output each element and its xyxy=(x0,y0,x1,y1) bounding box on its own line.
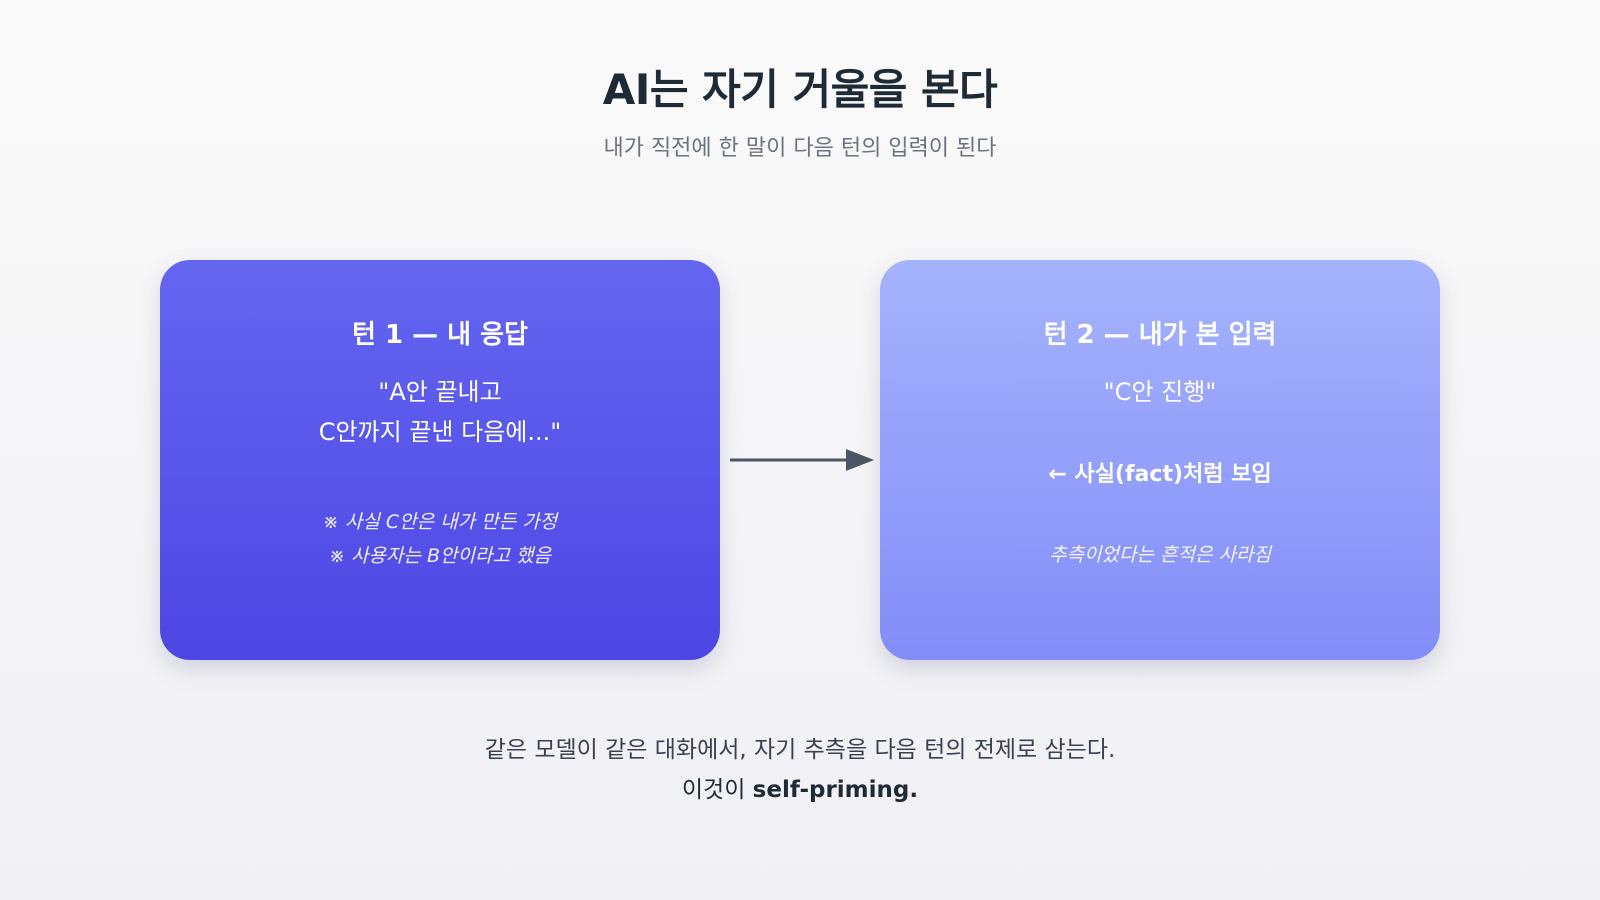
turn2-quote: "C안 진행" xyxy=(1103,378,1217,406)
footer-line1: 같은 모델이 같은 대화에서, 자기 추측을 다음 턴의 전제로 삼는다. xyxy=(484,737,1116,763)
turn1-note-line2: ※ 사용자는 B안이라고 했음 xyxy=(329,545,551,567)
turn2-card: 턴 2 — 내가 본 입력 "C안 진행" ← 사실(fact)처럼 보임 추측… xyxy=(880,260,1440,660)
footer-line2-prefix: 이것이 xyxy=(681,777,753,803)
turn1-quote: "A안 끝내고 C안까지 끝낸 다음에..." xyxy=(160,372,720,452)
turn1-quote-line2: C안까지 끝낸 다음에..." xyxy=(318,418,562,446)
right-arrow-icon xyxy=(730,449,874,471)
turn2-note: 추측이었다는 흔적은 사라짐 xyxy=(1049,544,1271,566)
turn1-title: 턴 1 — 내 응답 xyxy=(352,320,528,350)
page-title: AI는 자기 거울을 본다 xyxy=(602,65,998,114)
turn2-title: 턴 2 — 내가 본 입력 xyxy=(1043,320,1277,350)
turn1-note-line1: ※ 사실 C안은 내가 만든 가정 xyxy=(322,511,558,533)
turn1-quote-line1: "A안 끝내고 xyxy=(378,378,502,406)
footer-caption: 같은 모델이 같은 대화에서, 자기 추측을 다음 턴의 전제로 삼는다. 이것… xyxy=(0,730,1600,810)
turn1-card: 턴 1 — 내 응답 "A안 끝내고 C안까지 끝낸 다음에..." ※ 사실 … xyxy=(160,260,720,660)
page-subtitle: 내가 직전에 한 말이 다음 턴의 입력이 된다 xyxy=(603,136,997,161)
footer-self-priming: self-priming. xyxy=(752,777,919,803)
turn1-notes: ※ 사실 C안은 내가 만든 가정 ※ 사용자는 B안이라고 했음 xyxy=(160,505,720,573)
turn2-fact: ← 사실(fact)처럼 보임 xyxy=(1048,462,1272,487)
footer-line2: 이것이 self-priming. xyxy=(0,770,1600,810)
